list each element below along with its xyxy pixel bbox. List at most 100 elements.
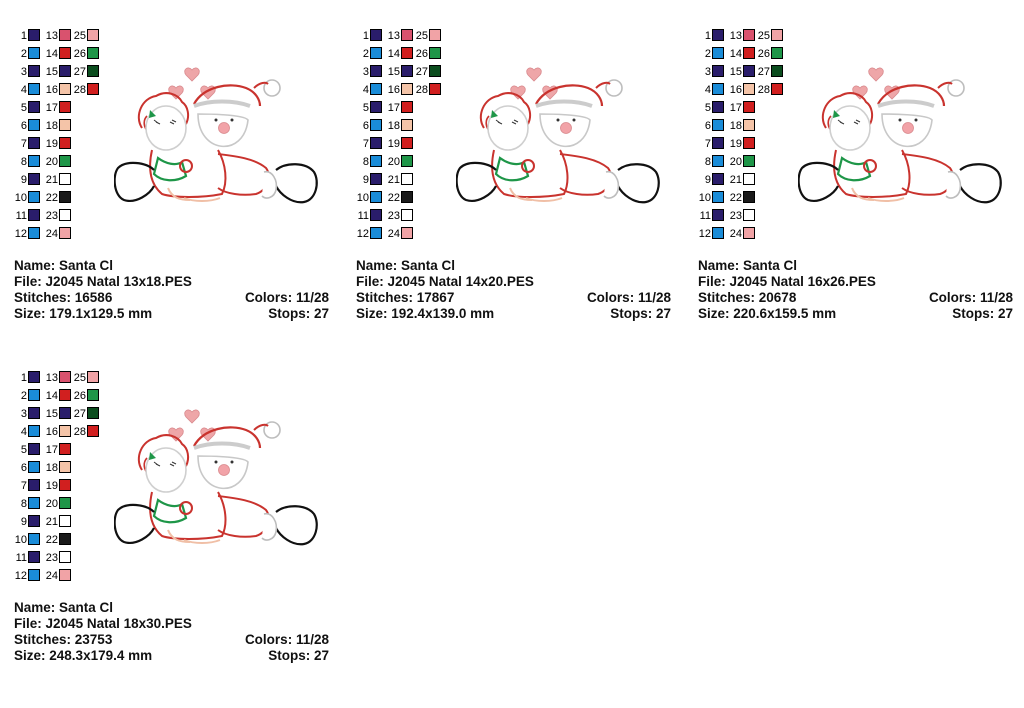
size-line: Size: 220.6x159.5 mm — [698, 306, 836, 322]
thread-swatch — [370, 209, 382, 221]
thread-swatch — [28, 101, 40, 113]
thread-number: 9 — [704, 174, 711, 186]
thread-number: 10 — [14, 192, 27, 204]
thread-number: 11 — [15, 210, 27, 222]
thread-swatch — [401, 101, 413, 113]
thread-number: 9 — [20, 174, 27, 186]
thread-number: 18 — [45, 462, 58, 474]
thread-number: 10 — [14, 534, 27, 546]
stitches-value: 17867 — [416, 290, 455, 305]
thread-number: 8 — [20, 156, 27, 168]
thread-number: 13 — [387, 30, 400, 42]
thread-number: 24 — [45, 228, 58, 240]
thread-swatch — [28, 227, 40, 239]
thread-swatch — [87, 65, 99, 77]
thread-number: 2 — [20, 48, 27, 60]
thread-swatch — [59, 173, 71, 185]
thread-swatch — [59, 47, 71, 59]
thread-swatch — [28, 443, 40, 455]
thread-swatch — [401, 155, 413, 167]
file-value: J2045 Natal 16x26.PES — [729, 274, 876, 289]
thread-number: 19 — [729, 138, 742, 150]
thread-swatch — [59, 515, 71, 527]
thread-number: 26 — [73, 48, 86, 60]
size-line: Size: 192.4x139.0 mm — [356, 306, 494, 322]
thread-swatch — [87, 389, 99, 401]
thread-number: 1 — [704, 30, 711, 42]
thread-swatch — [429, 47, 441, 59]
thread-number: 10 — [698, 192, 711, 204]
thread-number: 24 — [729, 228, 742, 240]
thread-number: 20 — [45, 498, 58, 510]
thread-swatch — [712, 101, 724, 113]
thread-swatch — [87, 371, 99, 383]
size-label: Size: — [14, 306, 46, 321]
thread-swatch — [743, 227, 755, 239]
name-label: Name: — [698, 258, 740, 273]
thread-swatch — [712, 47, 724, 59]
thread-swatch — [712, 191, 724, 203]
thread-number: 7 — [20, 480, 27, 492]
name-line: Name: Santa Cl — [14, 600, 113, 616]
thread-number: 14 — [45, 390, 58, 402]
thread-number: 2 — [20, 390, 27, 402]
thread-number: 2 — [704, 48, 711, 60]
thread-swatch — [712, 29, 724, 41]
thread-number: 25 — [757, 30, 770, 42]
thread-swatch — [87, 29, 99, 41]
file-line: File: J2045 Natal 18x30.PES — [14, 616, 192, 632]
thread-swatch — [370, 137, 382, 149]
thread-number: 4 — [20, 426, 27, 438]
thread-swatch — [28, 173, 40, 185]
stitches-value: 23753 — [74, 632, 113, 647]
file-value: J2045 Natal 18x30.PES — [45, 616, 192, 631]
thread-swatch — [771, 65, 783, 77]
thread-number: 23 — [729, 210, 742, 222]
thread-swatch — [370, 155, 382, 167]
thread-swatch — [743, 173, 755, 185]
thread-swatch — [28, 569, 40, 581]
thread-number: 16 — [45, 84, 58, 96]
colors-value: 11/28 — [295, 290, 329, 305]
thread-swatch — [712, 83, 724, 95]
thread-swatch — [401, 83, 413, 95]
thread-swatch — [28, 461, 40, 473]
thread-number: 13 — [45, 372, 58, 384]
thread-number: 20 — [45, 156, 58, 168]
thread-swatch — [59, 407, 71, 419]
thread-number: 27 — [73, 66, 86, 78]
colors-line: Colors: 11/28 — [245, 290, 329, 306]
stops-label: Stops: — [610, 306, 653, 321]
thread-number: 18 — [387, 120, 400, 132]
thread-number: 26 — [73, 390, 86, 402]
thread-swatch — [712, 173, 724, 185]
stitches-label: Stitches: — [356, 290, 414, 305]
thread-number: 4 — [704, 84, 711, 96]
stitches-line: Stitches: 20678 — [698, 290, 796, 306]
stops-line: Stops: 27 — [952, 306, 1013, 322]
thread-swatch — [28, 425, 40, 437]
thread-swatch — [59, 83, 71, 95]
thread-number: 3 — [704, 66, 711, 78]
thread-number: 22 — [45, 192, 58, 204]
stops-value: 27 — [313, 306, 329, 321]
thread-number: 3 — [20, 66, 27, 78]
thread-number: 15 — [387, 66, 400, 78]
stops-label: Stops: — [268, 306, 311, 321]
thread-swatch — [401, 191, 413, 203]
thread-swatch — [28, 47, 40, 59]
size-line: Size: 248.3x179.4 mm — [14, 648, 152, 664]
thread-number: 6 — [20, 462, 27, 474]
size-label: Size: — [356, 306, 388, 321]
thread-number: 12 — [14, 228, 27, 240]
thread-swatch — [401, 227, 413, 239]
thread-number: 17 — [729, 102, 742, 114]
thread-swatch — [743, 29, 755, 41]
thread-number: 19 — [387, 138, 400, 150]
thread-swatch — [28, 551, 40, 563]
size-value: 192.4x139.0 mm — [391, 306, 495, 321]
thread-number: 14 — [45, 48, 58, 60]
colors-value: 11/28 — [295, 632, 329, 647]
colors-line: Colors: 11/28 — [245, 632, 329, 648]
thread-swatch — [401, 137, 413, 149]
